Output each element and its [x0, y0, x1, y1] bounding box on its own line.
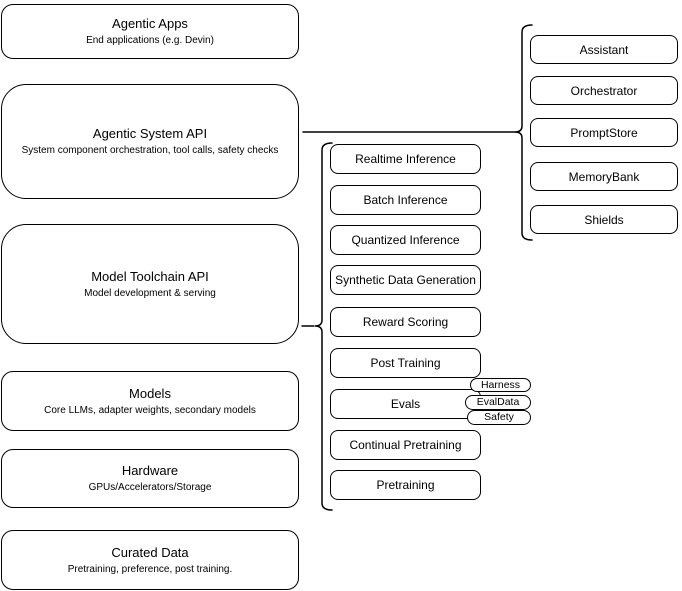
tag-evaldata: EvalData — [465, 395, 531, 410]
tag-label: EvalData — [476, 396, 520, 408]
node-agentic-apps: Agentic Apps End applications (e.g. Devi… — [1, 4, 299, 59]
node-batch-inference: Batch Inference — [330, 185, 481, 215]
node-post-training: Post Training — [330, 348, 481, 378]
node-title: Model Toolchain API — [91, 268, 209, 284]
node-models: Models Core LLMs, adapter weights, secon… — [1, 371, 299, 431]
node-curated-data: Curated Data Pretraining, preference, po… — [1, 530, 299, 590]
node-title: Agentic Apps — [112, 16, 188, 31]
system-components-bracket — [514, 24, 533, 241]
node-subtitle: End applications (e.g. Devin) — [86, 35, 214, 46]
node-title: Agentic System API — [92, 126, 208, 141]
tag-label: Safety — [484, 411, 514, 423]
node-label: Synthetic Data Generation — [335, 273, 476, 287]
tag-label: Harness — [480, 378, 521, 391]
node-reward-scoring: Reward Scoring — [330, 307, 481, 337]
node-label: Orchestrator — [570, 83, 638, 98]
node-label: Pretraining — [376, 478, 435, 492]
node-subtitle: System component orchestration, tool cal… — [21, 145, 279, 156]
node-label: PromptStore — [570, 125, 638, 140]
tag-harness: Harness — [470, 378, 531, 392]
node-realtime-inference: Realtime Inference — [330, 144, 481, 174]
node-label: Quantized Inference — [351, 233, 460, 247]
node-label: MemoryBank — [568, 169, 640, 184]
node-label: Continual Pretraining — [349, 438, 462, 452]
node-model-toolchain-api: Model Toolchain API Model development & … — [1, 224, 299, 344]
node-subtitle: Pretraining, preference, post training. — [67, 563, 233, 575]
toolchain-services-bracket — [314, 142, 333, 511]
node-title: Curated Data — [111, 544, 189, 560]
node-memorybank: MemoryBank — [530, 162, 678, 191]
node-promptstore: PromptStore — [530, 118, 678, 147]
node-subtitle: Model development & serving — [84, 287, 216, 299]
node-continual-pretraining: Continual Pretraining — [330, 430, 481, 460]
node-label: Assistant — [579, 42, 629, 57]
node-label: Evals — [390, 397, 421, 411]
node-shields: Shields — [530, 205, 678, 234]
tag-safety: Safety — [467, 410, 531, 425]
node-evals: Evals — [330, 389, 481, 419]
node-quantized-inference: Quantized Inference — [330, 225, 481, 255]
node-subtitle: Core LLMs, adapter weights, secondary mo… — [44, 404, 256, 416]
node-label: Batch Inference — [363, 193, 448, 207]
node-agentic-system-api: Agentic System API System component orch… — [1, 84, 299, 199]
node-label: Reward Scoring — [362, 315, 449, 329]
node-synthetic-data-generation: Synthetic Data Generation — [330, 265, 481, 295]
node-label: Realtime Inference — [355, 152, 456, 166]
node-label: Post Training — [370, 356, 441, 370]
node-orchestrator: Orchestrator — [530, 76, 678, 105]
node-pretraining: Pretraining — [330, 470, 481, 500]
node-title: Hardware — [121, 463, 179, 478]
node-subtitle: GPUs/Accelerators/Storage — [88, 482, 212, 493]
node-label: Shields — [584, 212, 624, 227]
node-title: Models — [129, 385, 171, 401]
node-hardware: Hardware GPUs/Accelerators/Storage — [1, 449, 299, 508]
node-assistant: Assistant — [530, 35, 678, 64]
